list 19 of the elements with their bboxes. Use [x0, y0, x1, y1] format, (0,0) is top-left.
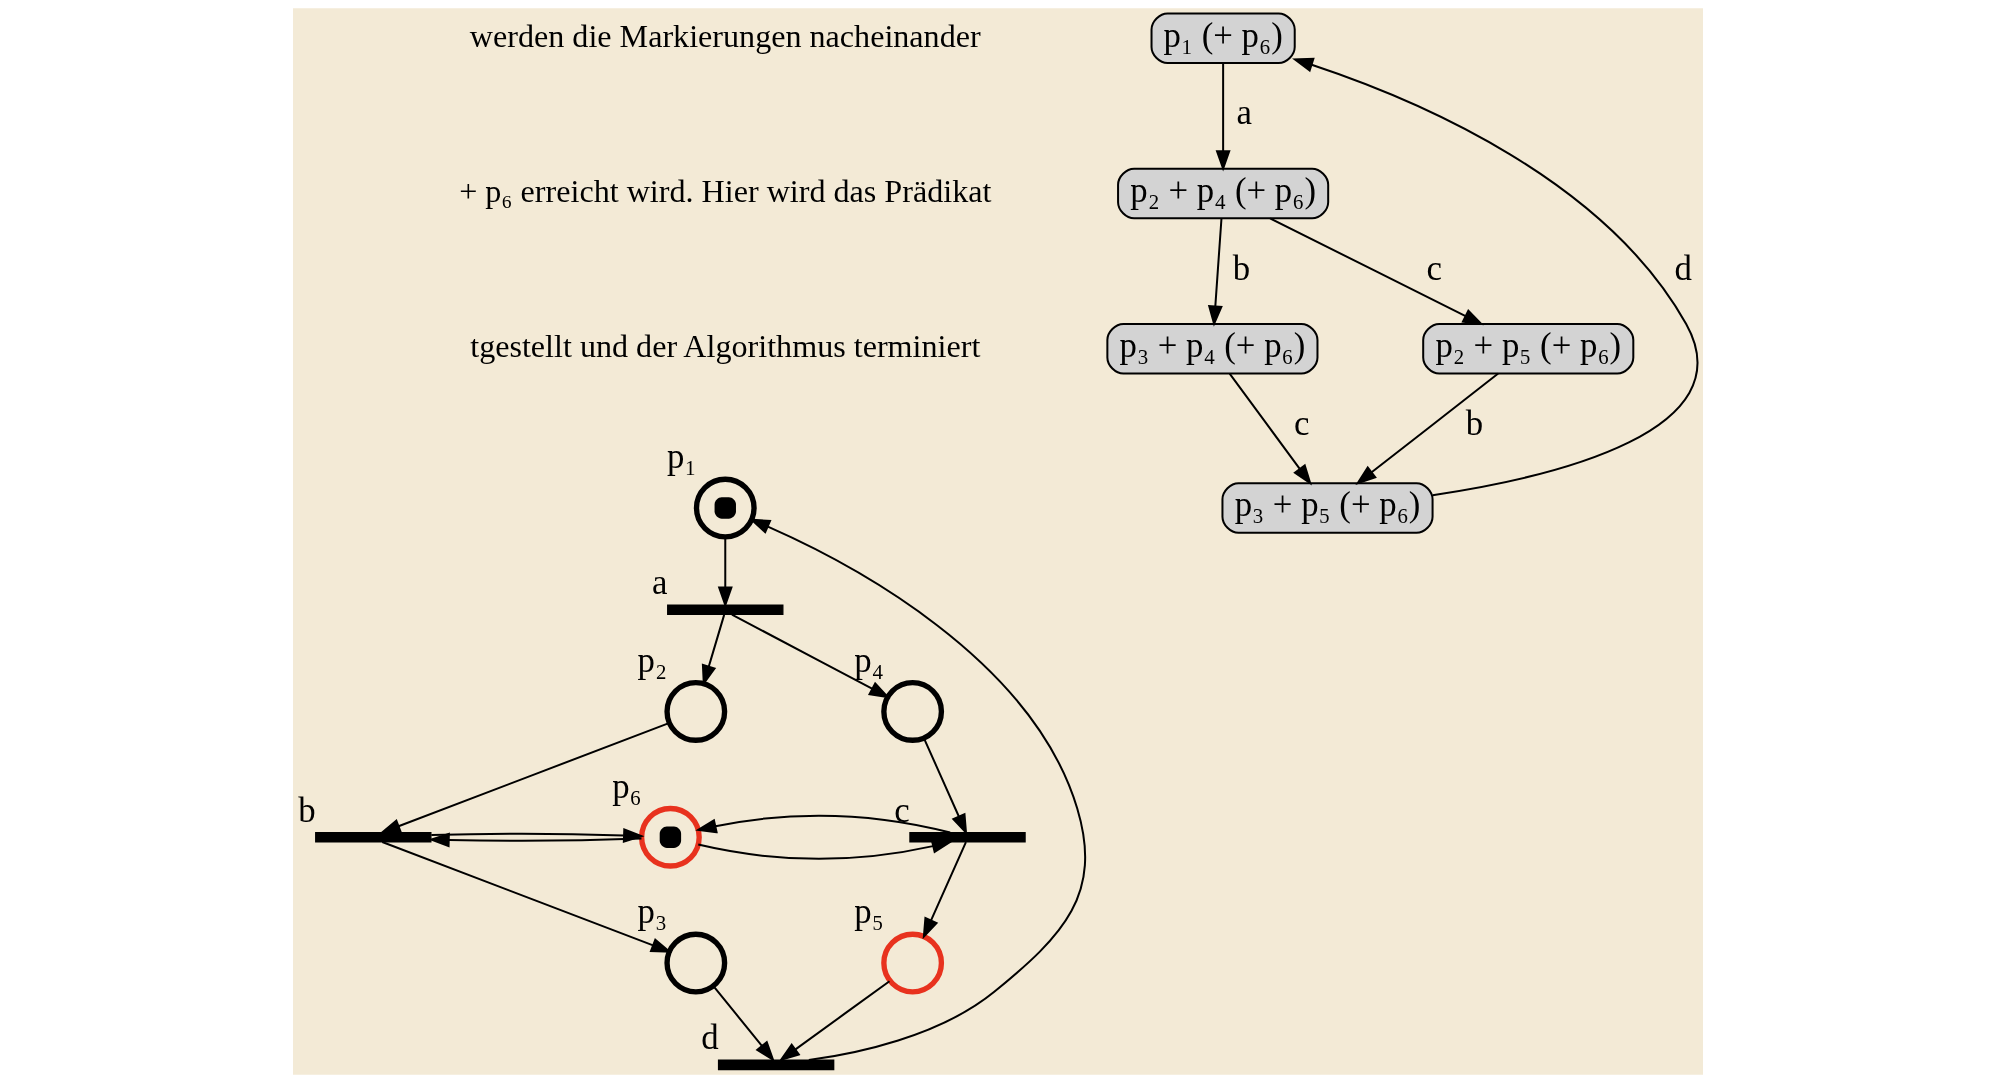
node-label: p₂ — [637, 640, 667, 680]
edge-label: b — [1465, 403, 1483, 443]
node-label: p₅ — [853, 892, 884, 932]
node-label: d — [700, 1018, 719, 1058]
edge-label: d — [1673, 248, 1692, 288]
edge-label: a — [1235, 93, 1252, 133]
node-label: p₁ — [666, 437, 697, 477]
node-label: p₄ — [853, 640, 884, 680]
edge-label: c — [1293, 403, 1309, 443]
label: + p₆ erreicht wird. Hier wird das Prädikat — [458, 172, 991, 209]
edge-label: c — [1426, 248, 1442, 288]
node-label: p₃ — [637, 892, 667, 932]
label: werden die Markierungen nacheinander — [469, 17, 981, 54]
node-label: c — [893, 790, 910, 830]
node-label: a — [651, 563, 667, 603]
node-label: b — [297, 790, 316, 830]
label: tgestellt und der Algorithmus terminiert — [469, 328, 980, 365]
edge-label: b — [1232, 248, 1250, 288]
node-label: p₆ — [611, 766, 642, 806]
